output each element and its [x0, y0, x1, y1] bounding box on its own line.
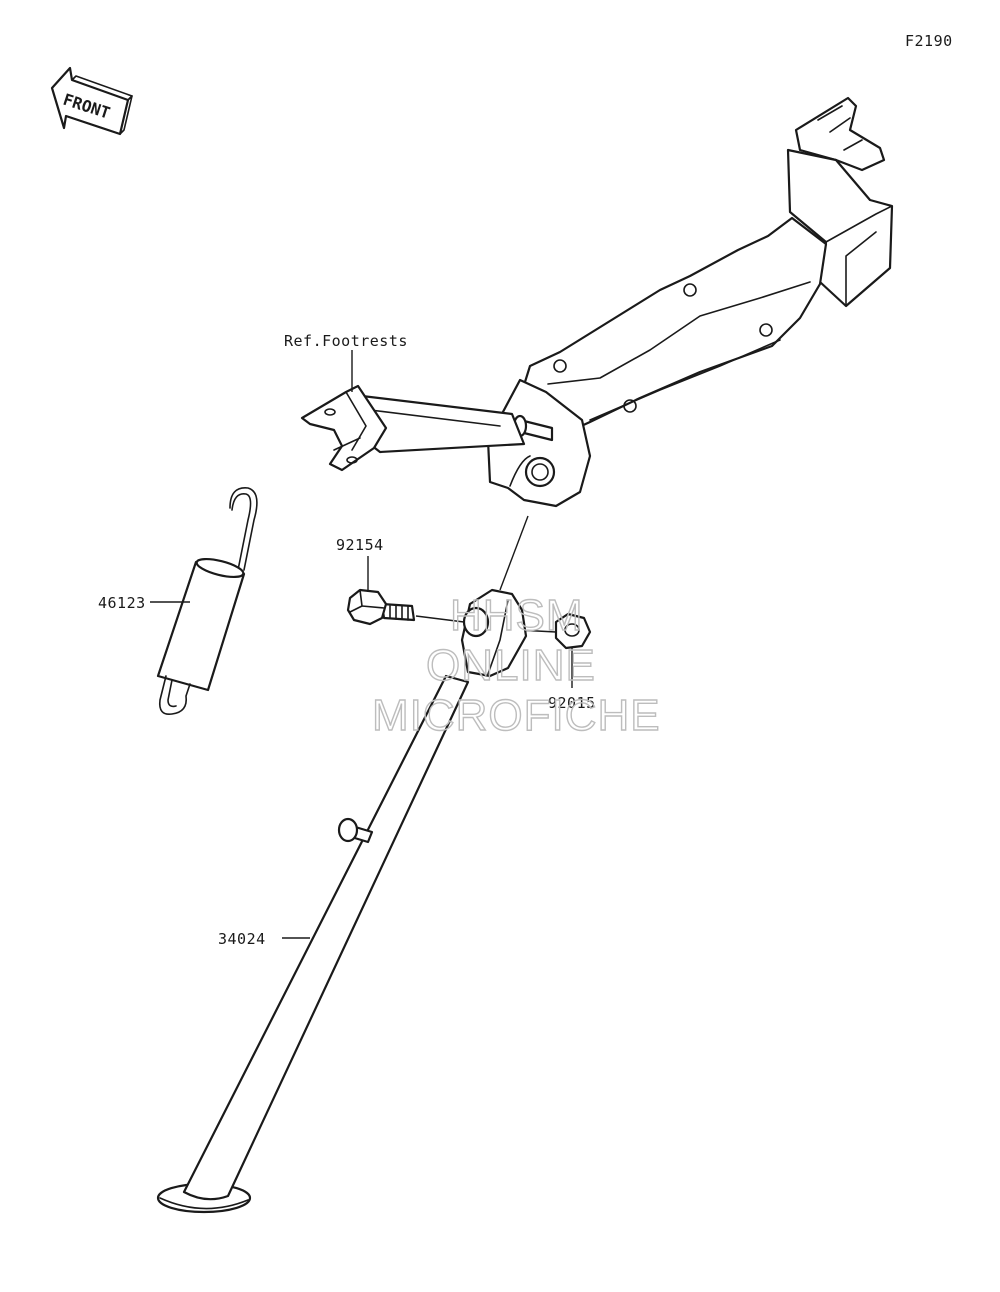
nut-92015 — [554, 612, 592, 688]
spring-46123 — [156, 487, 258, 716]
part-number-34024: 34024 — [218, 930, 266, 948]
watermark-line-3: MICROFICHE — [372, 691, 661, 740]
watermark: HHSM ONLINE MICROFICHE — [371, 590, 661, 740]
part-number-46123: 46123 — [98, 594, 146, 612]
footrest-bracket-frame — [300, 96, 894, 508]
watermark-line-1: HHSM — [450, 591, 584, 640]
watermark-line-2: ONLINE — [426, 641, 596, 690]
assembly-line — [499, 515, 529, 591]
bolt-92154 — [346, 556, 416, 626]
figure-code: F2190 — [905, 32, 953, 50]
part-number-92154: 92154 — [336, 536, 384, 554]
front-arrow-icon: FRONT — [50, 66, 133, 136]
part-number-92015: 92015 — [548, 694, 596, 712]
side-stand-34024 — [156, 588, 528, 1214]
reference-label: Ref.Footrests — [284, 332, 408, 350]
